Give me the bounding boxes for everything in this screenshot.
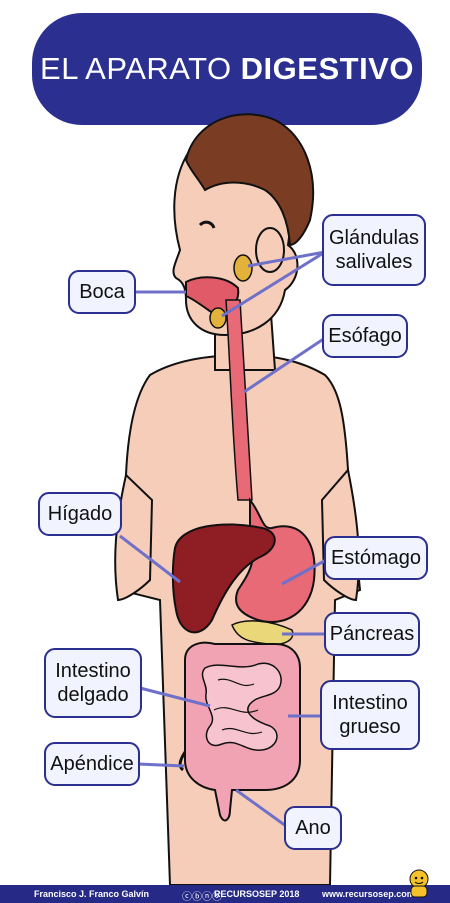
label-pancreas: Páncreas xyxy=(324,612,420,656)
label-ano: Ano xyxy=(284,806,342,850)
label-apendice: Apéndice xyxy=(44,742,140,786)
label-estomago: Estómago xyxy=(324,536,428,580)
label-pancreas-text: Páncreas xyxy=(330,622,415,646)
label-estomago-text: Estómago xyxy=(331,546,421,570)
salivary-gland-lower xyxy=(210,308,226,328)
label-glandulas-salivales: Glándulas salivales xyxy=(322,214,426,286)
label-intestino-grueso: Intestino grueso xyxy=(320,680,420,750)
label-intestino-delgado-line1: Intestino xyxy=(55,659,131,683)
label-higado: Hígado xyxy=(38,492,122,536)
label-esofago: Esófago xyxy=(322,314,408,358)
mascot-icon xyxy=(402,866,436,900)
label-glandulas-line2: salivales xyxy=(336,250,413,274)
label-boca-text: Boca xyxy=(79,280,125,304)
footer-author: Francisco J. Franco Galvín xyxy=(34,889,149,899)
ear xyxy=(256,228,284,272)
label-glandulas-line1: Glándulas xyxy=(329,226,419,250)
label-intestino-delgado-line2: delgado xyxy=(57,683,128,707)
footer-website: www.recursosep.com xyxy=(322,889,415,899)
label-higado-text: Hígado xyxy=(48,502,113,526)
label-intestino-delgado: Intestino delgado xyxy=(44,648,142,718)
label-ano-text: Ano xyxy=(295,816,331,840)
label-boca: Boca xyxy=(68,270,136,314)
salivary-gland-upper xyxy=(234,255,252,281)
label-apendice-text: Apéndice xyxy=(50,752,133,776)
leader-apendice xyxy=(138,764,184,766)
footer-license: RECURSOSEP 2018 xyxy=(214,889,299,899)
footer-bar: Francisco J. Franco Galvín ⓒⓑⓝⓢ RECURSOS… xyxy=(0,885,450,903)
label-intestino-grueso-line2: grueso xyxy=(339,715,400,739)
label-intestino-grueso-line1: Intestino xyxy=(332,691,408,715)
label-esofago-text: Esófago xyxy=(328,324,401,348)
